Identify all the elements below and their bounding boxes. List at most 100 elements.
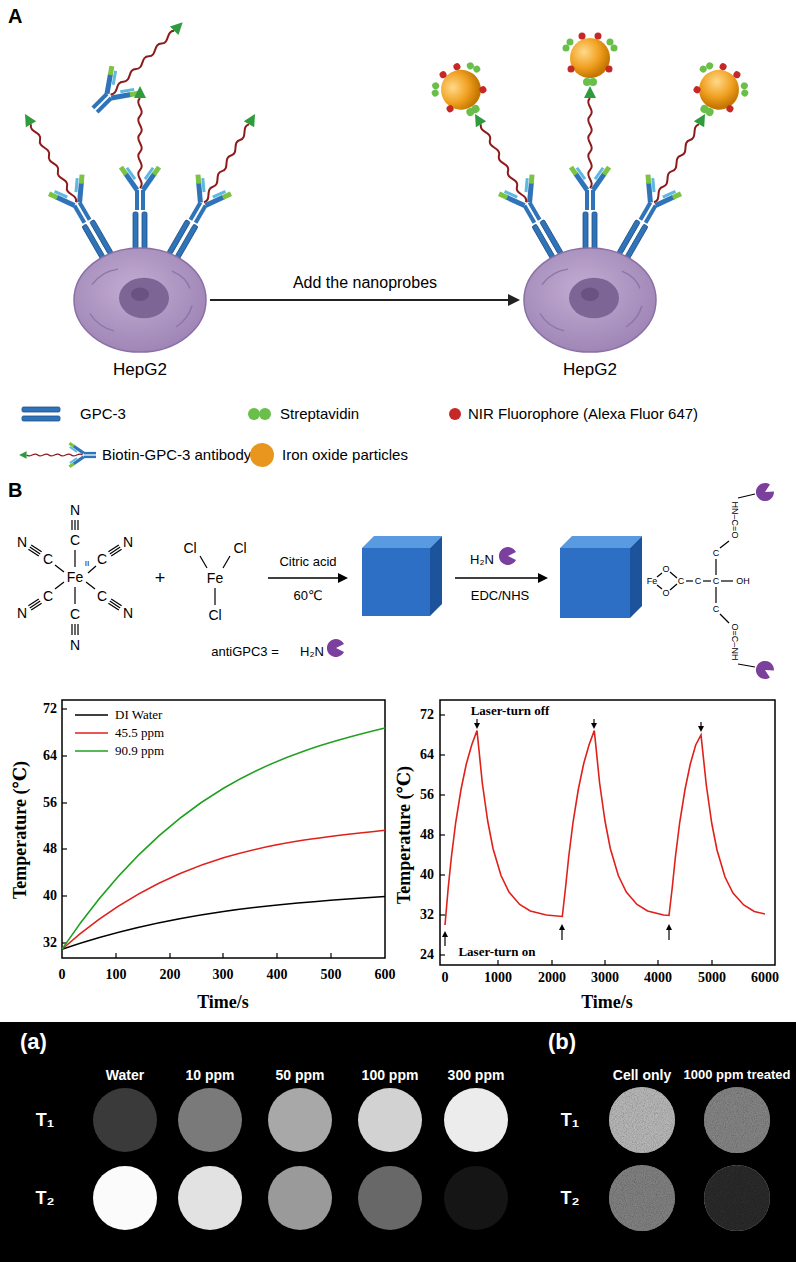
- atom-label: Fe: [647, 576, 658, 586]
- tick-label: 5000: [698, 970, 726, 986]
- atom-label: N: [123, 534, 133, 550]
- tick-label: 48: [43, 841, 57, 857]
- tick-label: 32: [43, 935, 57, 951]
- atom-label: C: [43, 588, 53, 604]
- panel-letter: (b): [548, 1029, 576, 1054]
- axis-title: Temperature (℃): [10, 761, 31, 899]
- reaction-label: Citric acid: [279, 555, 336, 570]
- atom-label: C: [70, 606, 80, 622]
- tick-label: 56: [43, 795, 57, 811]
- cell-outline: [522, 246, 658, 354]
- atom-label: Fe: [207, 570, 223, 586]
- panel-letter: A: [8, 5, 22, 28]
- cell-node: HepG2: [522, 246, 658, 382]
- column-label: 50 ppm: [275, 1067, 324, 1083]
- atom-label: O: [662, 588, 669, 598]
- row-label: T₁: [561, 1110, 579, 1131]
- legend-label: Streptavidin: [280, 405, 359, 422]
- axis-title: Time/s: [581, 992, 633, 1013]
- tick-label: 2000: [538, 970, 566, 986]
- atom-label: HN–C=O: [730, 502, 740, 539]
- tick-label: 600: [375, 967, 396, 983]
- row-label: T₂: [36, 1188, 55, 1209]
- atom-label: C: [695, 576, 702, 586]
- panel-letter: B: [8, 479, 22, 502]
- column-label: 100 ppm: [362, 1067, 419, 1083]
- atom-label: Cl: [208, 607, 221, 623]
- atom-label: C: [97, 588, 107, 604]
- cell-outline: [72, 246, 208, 354]
- atom-label: N: [17, 605, 27, 621]
- column-label: 10 ppm: [185, 1067, 234, 1083]
- reaction-label: antiGPC3 =: [211, 645, 279, 660]
- atom-label: C: [70, 532, 80, 548]
- annotation: Laser-turn on: [458, 945, 535, 960]
- legend-label: 90.9 ppm: [115, 744, 164, 759]
- reaction-label: H₂N: [470, 553, 494, 568]
- legend-swatch: [250, 443, 274, 467]
- atom-label: Cl: [183, 540, 196, 556]
- tick-label: 100: [106, 967, 127, 983]
- tick-label: 500: [321, 967, 342, 983]
- tick-label: 40: [43, 888, 57, 904]
- atom-label: N: [17, 534, 27, 550]
- tick-label: 64: [420, 747, 434, 763]
- atom-label: C: [43, 551, 53, 567]
- annotation: Laser-turn off: [471, 704, 550, 719]
- atom-label: O: [662, 564, 669, 574]
- tick-label: 72: [420, 707, 434, 723]
- atom-label: N: [123, 605, 133, 621]
- oxidation-state: II: [85, 559, 89, 568]
- tick-label: 32: [420, 907, 434, 923]
- tick-label: 24: [420, 947, 434, 963]
- arrow-head: [508, 294, 520, 306]
- atom-label: N: [70, 502, 80, 518]
- cell-label: HepG2: [563, 360, 617, 380]
- column-label: 1000 ppm treated: [684, 1068, 791, 1083]
- tick-label: 64: [43, 748, 57, 764]
- tick-label: 0: [442, 970, 449, 986]
- tick-label: 300: [213, 967, 234, 983]
- tick-label: 0: [59, 967, 66, 983]
- atom-label: OH: [736, 576, 750, 586]
- tick-label: 400: [267, 967, 288, 983]
- tick-label: 3000: [591, 970, 619, 986]
- axis-title: Time/s: [197, 992, 249, 1013]
- row-label: T₂: [561, 1188, 580, 1209]
- axis-title: Temperature (℃): [394, 766, 415, 904]
- legend-label: DI Water: [115, 708, 162, 723]
- tick-label: 1000: [484, 970, 512, 986]
- legend-label: GPC-3: [80, 405, 126, 422]
- atom-label: C: [97, 551, 107, 567]
- process-arrow: [210, 294, 520, 306]
- atom-label: C: [713, 604, 720, 614]
- atom-label: N: [70, 637, 80, 653]
- legend-label: 45.5 ppm: [115, 726, 164, 741]
- row-label: T₁: [36, 1110, 54, 1131]
- reaction-label: H₂N: [300, 645, 324, 660]
- legend-label: Iron oxide particles: [282, 446, 408, 463]
- cell-node: HepG2: [72, 246, 208, 382]
- atom-label: C: [678, 576, 685, 586]
- legend-swatch: [449, 408, 461, 420]
- plus-sign: +: [155, 568, 166, 589]
- column-label: Cell only: [613, 1067, 671, 1083]
- atom-label: C: [713, 576, 720, 586]
- tick-label: 56: [420, 787, 434, 803]
- atom-label: C: [713, 548, 720, 558]
- legend-label: NIR Fluorophore (Alexa Fluor 647): [468, 405, 698, 422]
- legend-label: Biotin-GPC-3 antibody: [102, 446, 251, 463]
- atom-label: O=C–NH: [730, 624, 740, 661]
- reaction-label: EDC/NHS: [471, 589, 530, 604]
- tick-label: 72: [43, 701, 57, 717]
- tick-label: 6000: [751, 970, 779, 986]
- column-label: 300 ppm: [448, 1067, 505, 1083]
- panel-letter: (a): [20, 1029, 47, 1054]
- tick-label: 40: [420, 867, 434, 883]
- tick-label: 4000: [644, 970, 672, 986]
- cell-label: HepG2: [113, 360, 167, 380]
- column-label: Water: [106, 1067, 144, 1083]
- tick-label: 48: [420, 827, 434, 843]
- atom-label: Fe: [67, 569, 83, 585]
- reaction-label: 60℃: [293, 589, 322, 604]
